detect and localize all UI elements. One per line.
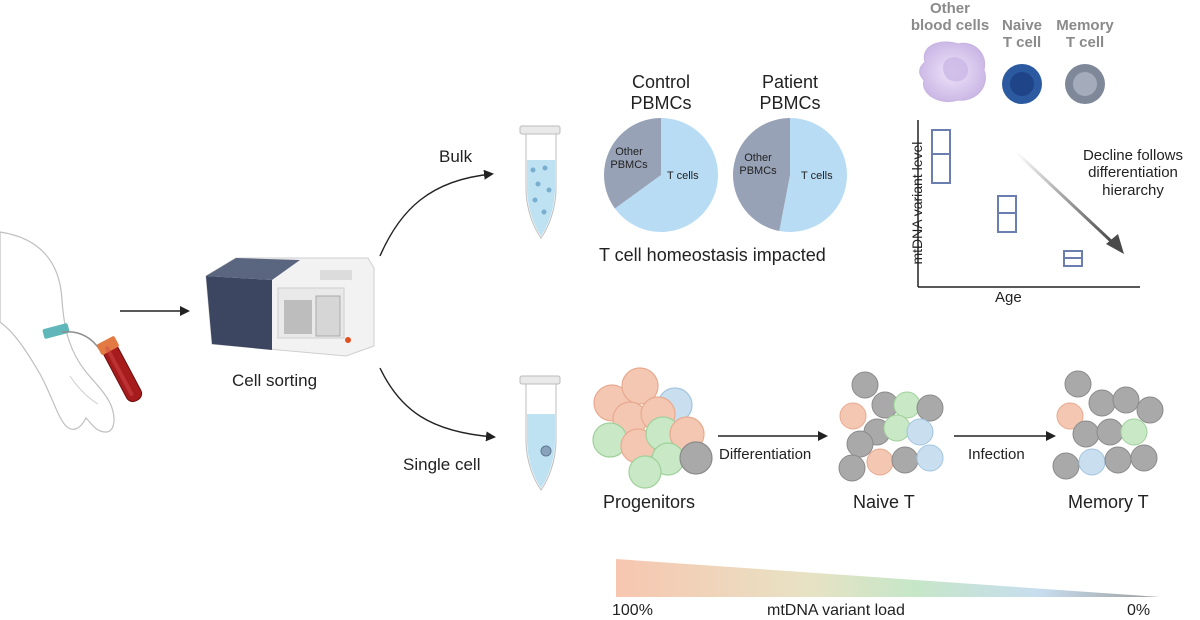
infection-label: Infection: [968, 446, 1025, 463]
control-pie-other-label: Other PBMCs: [610, 146, 648, 171]
patient-pie-tcells-label: T cells: [801, 170, 833, 182]
patient-pie-other-label: Other PBMCs: [739, 152, 777, 177]
pie-chart-control: [604, 118, 718, 232]
differentiation-label: Differentiation: [719, 446, 812, 463]
bulk-tube-icon: [519, 125, 561, 239]
homeostasis-label: T cell homeostasis impacted: [599, 245, 826, 265]
pie-slice-other-pbmcs: [604, 118, 661, 209]
cell-sorting-label: Cell sorting: [232, 371, 318, 390]
arrow-to-single-cell: [379, 367, 496, 442]
age-plot: [917, 120, 1140, 288]
naive-t-label: Naive T: [853, 492, 915, 512]
pie-slice-t-cells: [614, 118, 718, 232]
box-other-blood: [931, 129, 951, 184]
legend-naive-label: Naive T cell: [1001, 17, 1043, 52]
gradient-right-label: 0%: [1127, 602, 1151, 619]
control-pbmcs-title: Control PBMCs: [630, 72, 692, 113]
single-cell-tube-icon: [519, 375, 561, 491]
memory-t-label: Memory T: [1068, 492, 1149, 512]
gradient-left-label: 100%: [612, 602, 653, 619]
box-memory: [1063, 250, 1083, 267]
pie-slice-other-pbmcs: [733, 118, 790, 231]
progenitors-label: Progenitors: [603, 492, 696, 512]
legend-memory-label: Memory T cell: [1056, 17, 1114, 52]
pie-slice-t-cells: [779, 118, 848, 232]
box-naive: [997, 195, 1017, 233]
variant-load-gradient: [616, 559, 1160, 597]
blood-tube-icon: [96, 336, 143, 403]
plot-y-label: mtDNA variant level: [908, 141, 925, 265]
single-cell-label: Single cell: [403, 455, 481, 474]
control-pie-tcells-label: T cells: [667, 170, 699, 182]
legend-other-blood-label: Other blood cells: [910, 0, 990, 35]
tourniquet-icon: [42, 323, 70, 339]
arm-illustration: [0, 231, 143, 433]
patient-pbmcs-title: Patient PBMCs: [759, 72, 821, 113]
naive-t-cluster: [838, 371, 944, 482]
cell-sorter-machine: [205, 257, 375, 357]
gradient-center-label: mtDNA variant load: [767, 602, 905, 619]
legend-cells: [919, 41, 1105, 104]
bulk-label: Bulk: [439, 147, 473, 166]
decline-note: Decline follows differentiation hierarch…: [1082, 147, 1184, 199]
decline-arrow-icon: [1106, 234, 1124, 254]
plot-x-label: Age: [995, 289, 1022, 306]
progenitor-cluster: [592, 367, 713, 489]
memory-t-cluster: [1052, 370, 1164, 480]
arrow-to-bulk: [379, 169, 494, 257]
pie-chart-patient: [733, 118, 848, 232]
